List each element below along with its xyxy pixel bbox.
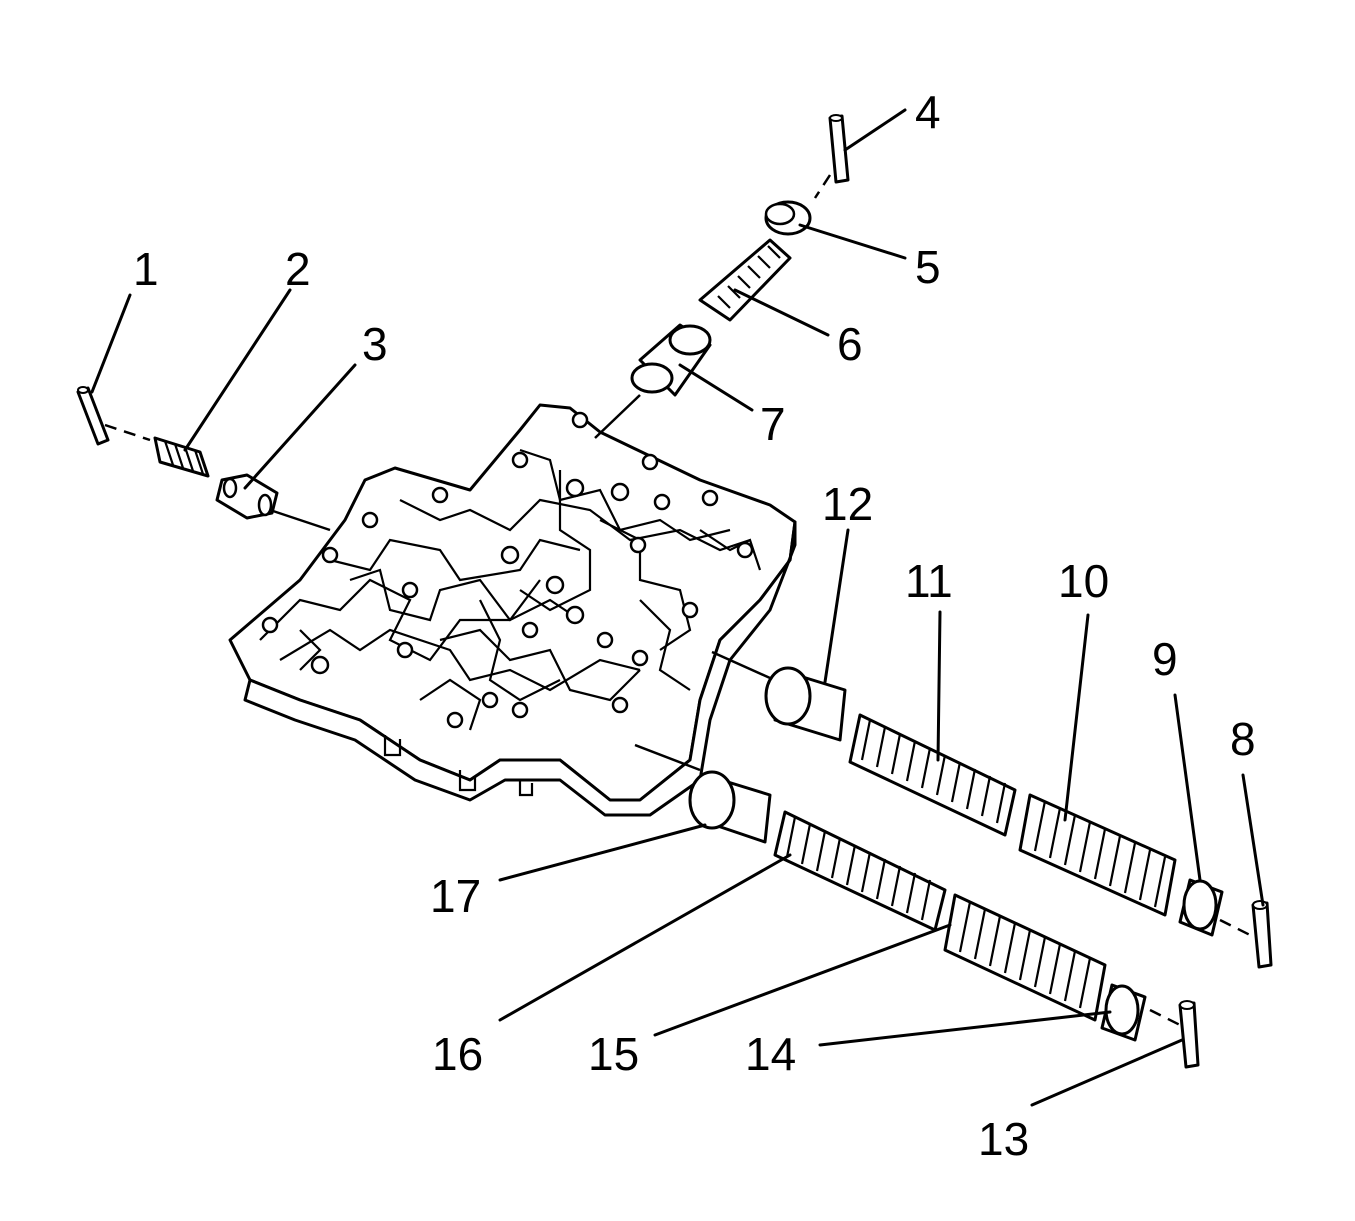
roll-pin-13 (1178, 1000, 1200, 1069)
spring-16 (773, 810, 947, 932)
spring-2 (153, 436, 210, 478)
callout-8: 8 (1230, 713, 1256, 765)
right-upper-valve-train (711, 650, 1273, 969)
callout-11: 11 (905, 555, 953, 607)
spring-10 (1018, 793, 1177, 917)
valve-12 (764, 666, 847, 742)
callout-17: 17 (430, 870, 481, 922)
callout-10: 10 (1058, 555, 1109, 607)
valve-body (228, 403, 797, 817)
plug-9 (1178, 878, 1224, 937)
callout-15: 15 (588, 1028, 639, 1080)
plug-14 (1100, 983, 1147, 1042)
callout-9: 9 (1152, 633, 1178, 685)
right-lower-valve-train (634, 743, 1200, 1069)
valve-17 (688, 770, 772, 844)
callout-2: 2 (285, 243, 311, 295)
callout-5: 5 (915, 241, 941, 293)
callout-7: 7 (760, 398, 786, 450)
spring-11 (848, 713, 1017, 837)
callout-14: 14 (745, 1028, 796, 1080)
callout-6: 6 (837, 318, 863, 370)
spring-15 (943, 893, 1107, 1022)
top-valve-train (594, 114, 850, 439)
callout-1: 1 (133, 243, 159, 295)
leader-lines (90, 108, 1265, 1107)
plug-5 (764, 200, 812, 236)
spring-6 (698, 238, 792, 322)
callout-3: 3 (362, 318, 388, 370)
callout-16: 16 (432, 1028, 483, 1080)
roll-pin-1 (76, 386, 110, 446)
callout-13: 13 (978, 1113, 1029, 1165)
left-valve-train (76, 386, 331, 532)
callout-4: 4 (915, 86, 941, 138)
callout-12: 12 (822, 478, 873, 530)
valve-3 (215, 473, 279, 520)
roll-pin-4 (828, 114, 850, 184)
valve-7 (630, 323, 712, 397)
callout-labels: 1 2 3 4 5 6 7 8 9 10 11 12 13 14 15 16 1… (133, 86, 1256, 1165)
roll-pin-8 (1251, 900, 1273, 969)
